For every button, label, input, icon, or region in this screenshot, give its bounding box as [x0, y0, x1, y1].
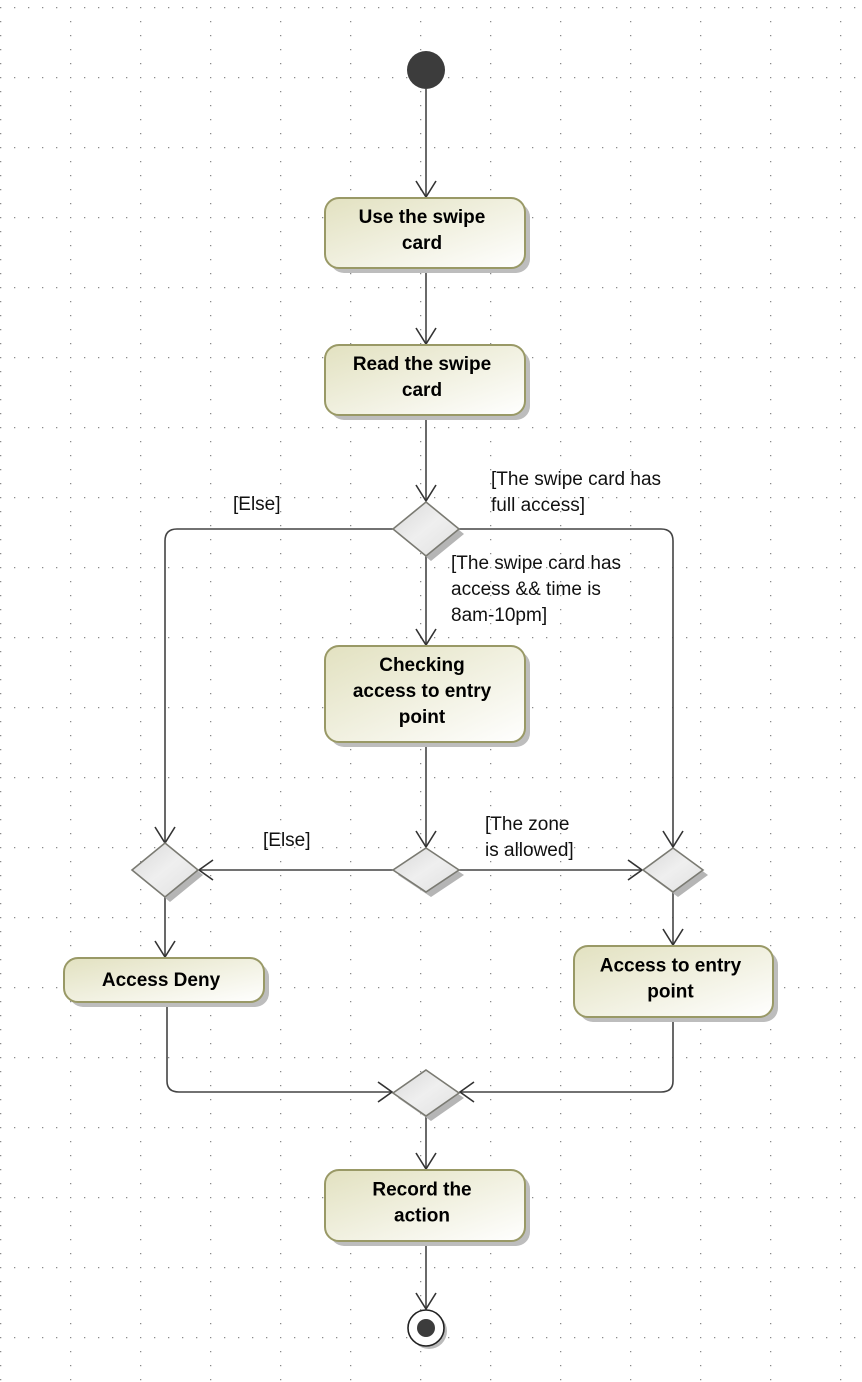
- edge-zone-else: [197, 859, 393, 881]
- guard-label-line: 8am-10pm]: [451, 605, 547, 626]
- diamond-shape: [391, 500, 461, 558]
- action-label-line: card: [402, 380, 442, 401]
- guard-label-line: [Else]: [263, 830, 311, 851]
- guard-label-line: [The zone: [485, 814, 570, 835]
- action-box: [573, 945, 774, 1018]
- guard-label-line: full access]: [491, 495, 585, 516]
- arrowhead-icon: [415, 830, 437, 849]
- diamond-shape: [391, 1069, 461, 1117]
- action-label-line: point: [647, 982, 694, 1003]
- final-node-dot: [417, 1319, 435, 1337]
- action-box: [324, 344, 526, 416]
- action-label-line: Use the swipe: [359, 207, 486, 228]
- edge-line: [164, 528, 393, 843]
- action-box: [324, 1169, 526, 1242]
- action-use-card[interactable]: Use the swipe card: [324, 197, 530, 273]
- edge-checking-to-zone-decision: [415, 742, 437, 849]
- merge-allow-merge-node[interactable]: [641, 847, 708, 897]
- edge-decision-full-access: [459, 528, 684, 849]
- edge-access-deny-to-merge: [166, 1002, 394, 1103]
- action-checking[interactable]: Checking access to entry point: [324, 645, 530, 747]
- diamond-shape: [130, 841, 200, 899]
- action-read-card[interactable]: Read the swipe card: [324, 344, 530, 420]
- action-label-line: Read the swipe: [353, 354, 491, 375]
- decision-access-decision-node[interactable]: [391, 500, 464, 561]
- action-box: [324, 197, 526, 269]
- edge-record-to-final: [415, 1241, 437, 1311]
- arrowhead-icon: [415, 1292, 437, 1311]
- guard-else-top: [Else]: [233, 494, 281, 515]
- action-label-line: Access Deny: [102, 970, 221, 991]
- guard-label-line: [The swipe card has: [491, 469, 661, 490]
- edges-layer: [154, 89, 684, 1311]
- guard-else-zone: [Else]: [263, 830, 311, 851]
- edge-zone-allowed: [459, 859, 644, 881]
- action-label-line: action: [394, 1206, 450, 1227]
- arrowhead-icon: [662, 830, 684, 849]
- action-record[interactable]: Record the action: [324, 1169, 530, 1246]
- diamond-shape: [391, 847, 461, 893]
- guard-label-line: access && time is: [451, 579, 601, 600]
- edge-line: [459, 528, 674, 847]
- edge-use-card-to-read-card: [415, 268, 437, 346]
- action-label-line: Record the: [372, 1180, 471, 1201]
- edge-line: [166, 1002, 392, 1093]
- action-label-line: Checking: [379, 655, 465, 676]
- arrowhead-icon: [458, 1081, 475, 1103]
- guard-zone-allowed: [The zone is allowed]: [485, 814, 574, 861]
- edge-initial-to-use-card: [415, 89, 437, 199]
- action-access-entry[interactable]: Access to entry point: [573, 945, 778, 1022]
- diamond-shape: [641, 847, 705, 893]
- action-box: [63, 957, 265, 1003]
- action-label-line: card: [402, 233, 442, 254]
- guard-full-access: [The swipe card has full access]: [491, 469, 661, 516]
- action-label-line: point: [399, 707, 446, 728]
- edge-decision-to-checking: [415, 556, 437, 647]
- edge-read-card-to-decision: [415, 415, 437, 503]
- edge-access-entry-to-merge: [458, 1017, 674, 1103]
- edge-merge-allow-to-access-entry: [662, 892, 684, 947]
- action-label-line: Access to entry: [600, 956, 742, 977]
- action-box: [324, 645, 526, 743]
- action-label-line: access to entry: [353, 681, 492, 702]
- guard-access-time: [The swipe card has access && time is 8am-…: [451, 553, 621, 626]
- action-access-deny[interactable]: Access Deny: [63, 957, 269, 1007]
- arrowhead-icon: [377, 1081, 394, 1103]
- final-node[interactable]: [407, 1309, 447, 1349]
- decision-zone-decision-node[interactable]: [391, 847, 464, 897]
- edge-merge-deny-to-access-deny: [154, 897, 176, 959]
- guard-label-line: [Else]: [233, 494, 281, 515]
- initial-node[interactable]: [407, 51, 445, 89]
- merge-final-merge-node[interactable]: [391, 1069, 464, 1121]
- guard-label-line: is allowed]: [485, 840, 574, 861]
- edge-merge-to-record: [415, 1116, 437, 1171]
- guard-label-line: [The swipe card has: [451, 553, 621, 574]
- edge-line: [460, 1017, 674, 1093]
- merge-deny-merge-node[interactable]: [130, 841, 203, 902]
